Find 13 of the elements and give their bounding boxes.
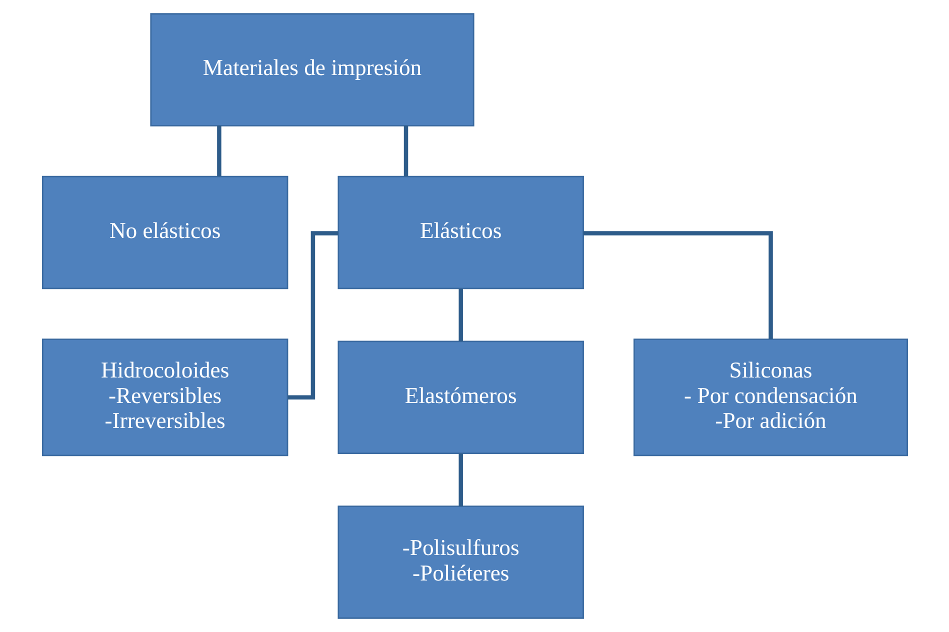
connector xyxy=(458,288,462,342)
node-box: No elásticos xyxy=(41,176,288,290)
connector xyxy=(216,126,221,176)
node-box: -Polisulfuros -Poliéteres xyxy=(337,506,584,619)
connector xyxy=(458,454,462,506)
connector xyxy=(287,231,338,400)
node-box: Elastómeros xyxy=(337,340,584,454)
connector xyxy=(582,231,772,340)
node-box: Materiales de impresión xyxy=(150,13,474,126)
node-box: Elásticos xyxy=(337,176,584,290)
connector xyxy=(403,126,408,176)
node-box: Hidrocoloides -Reversibles -Irreversibles xyxy=(41,338,288,456)
node-box: Siliconas - Por condensación -Por adición xyxy=(633,338,908,456)
